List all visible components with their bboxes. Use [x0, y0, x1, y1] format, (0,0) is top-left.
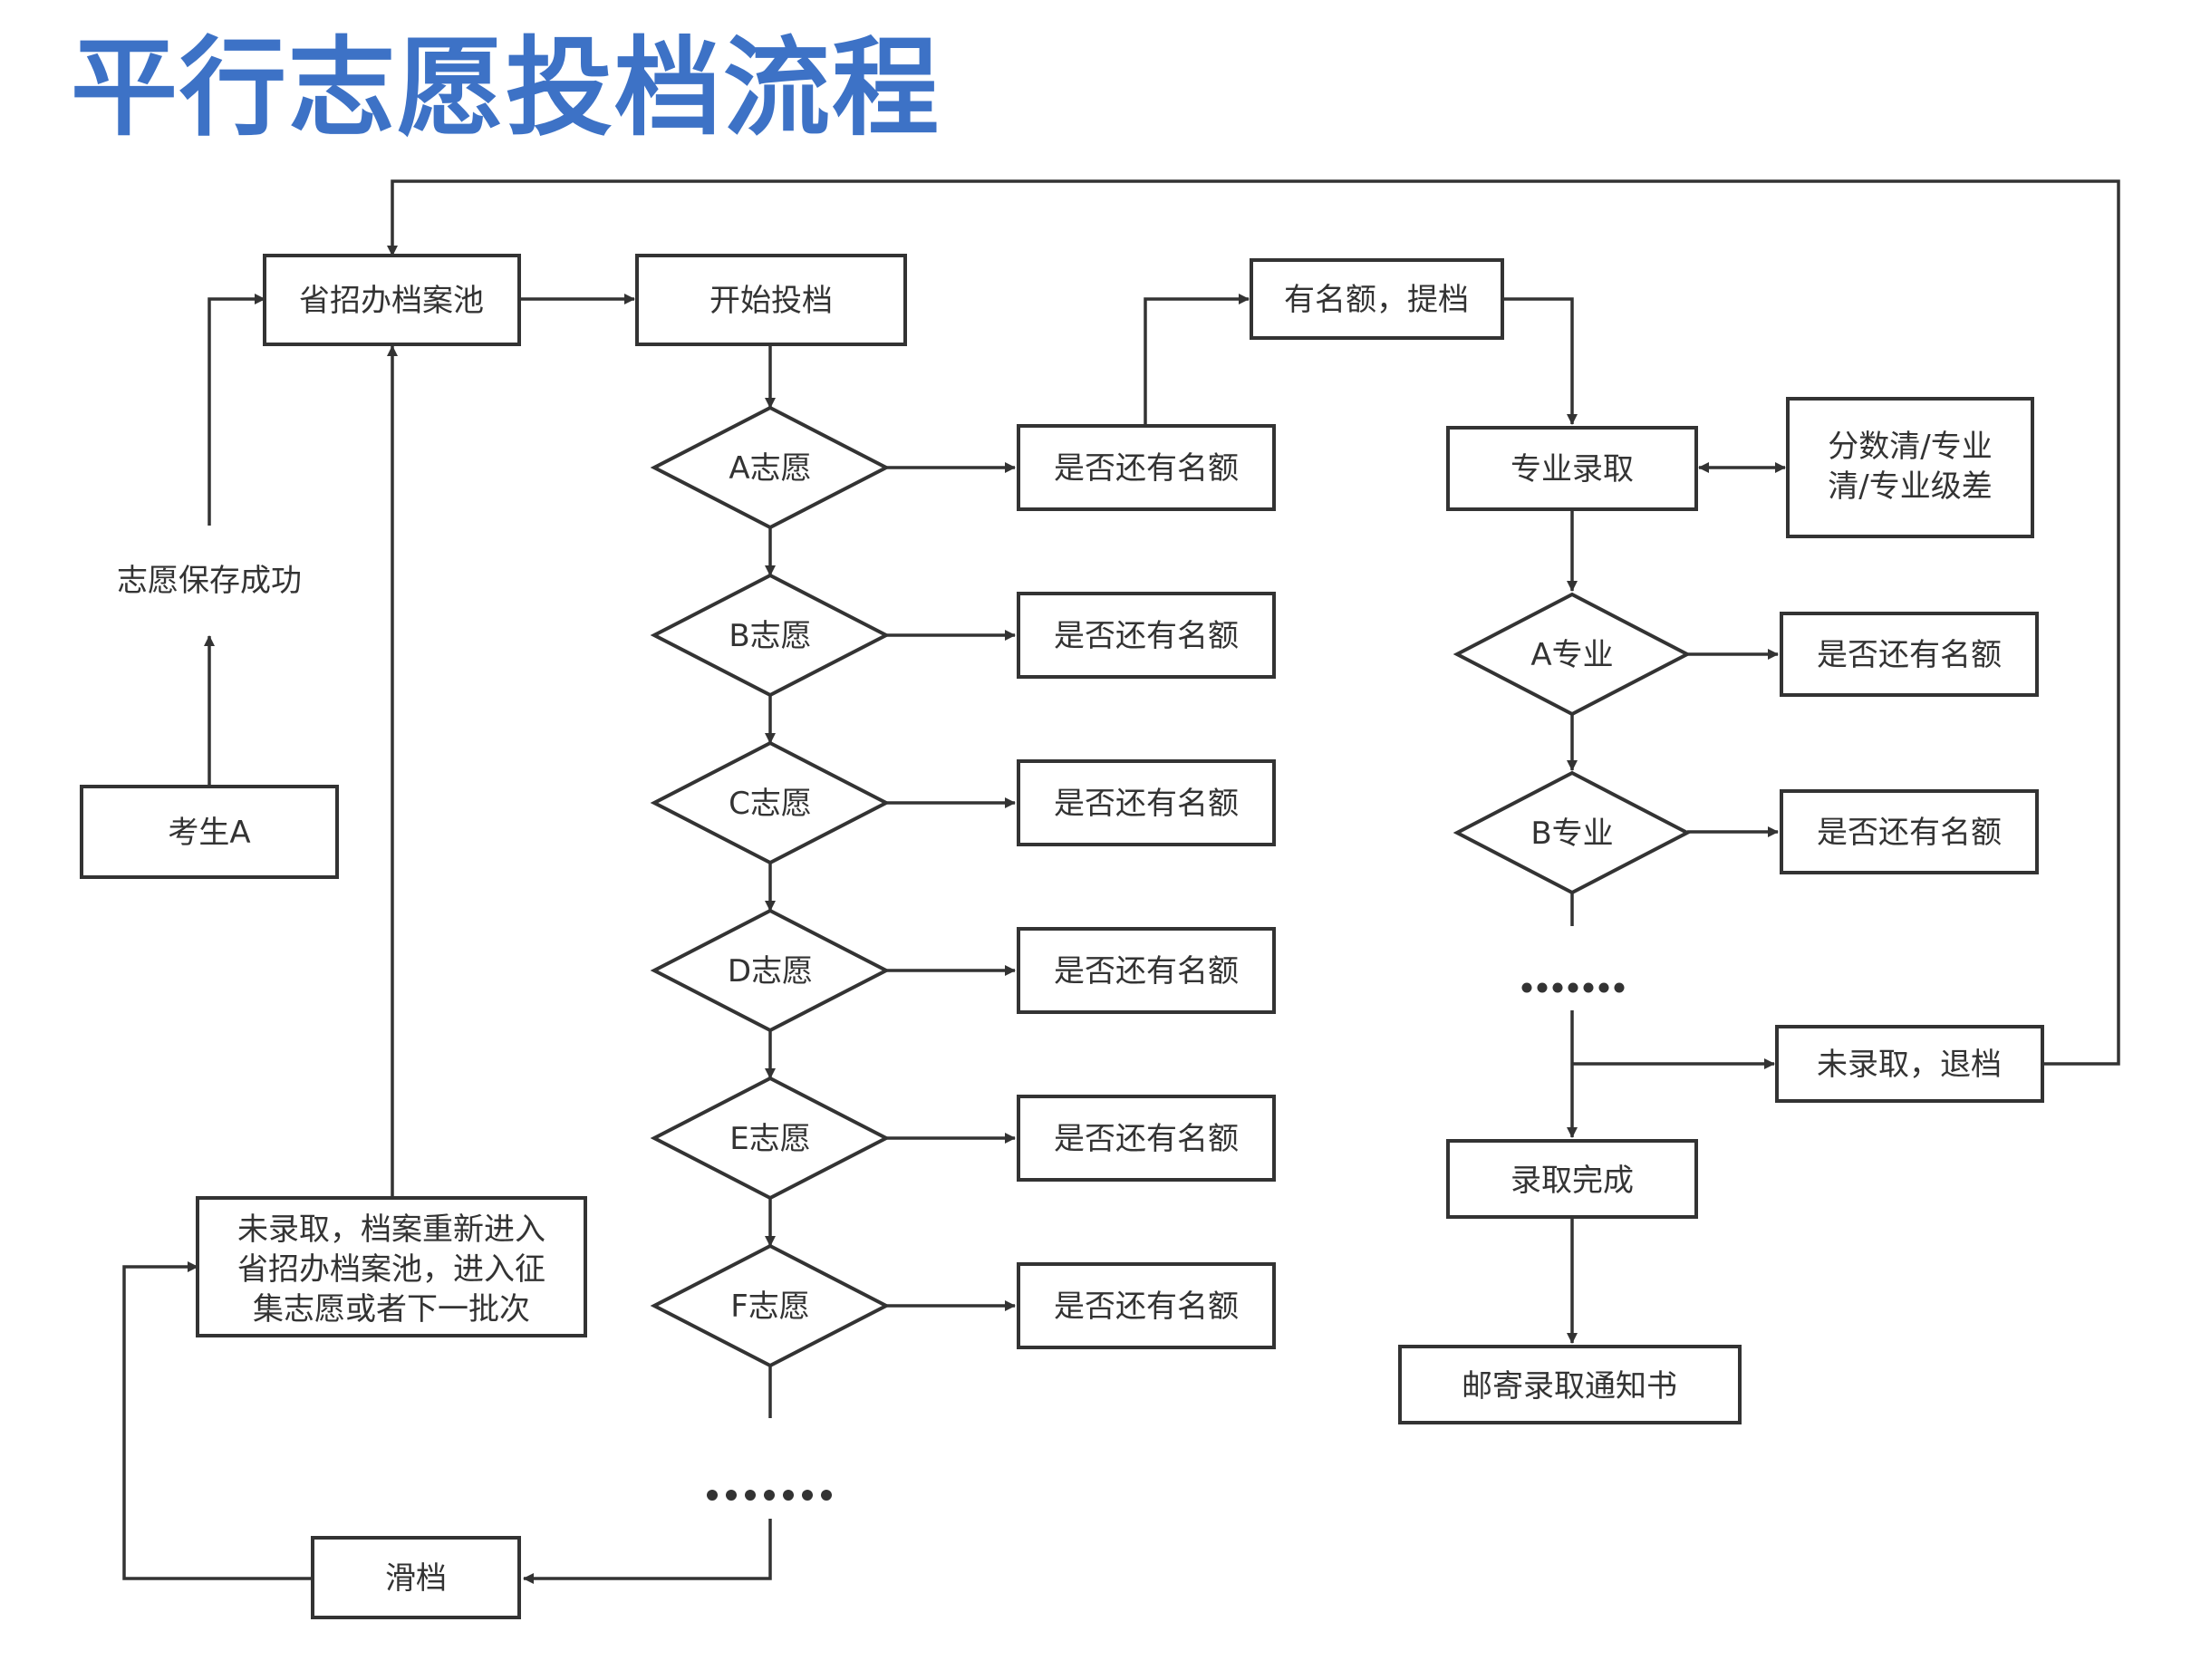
major-quota-label: 是否还有名额 — [1817, 815, 2002, 851]
choice-diamond: A志愿 — [650, 405, 891, 530]
score-clear-box: 分数清/专业 清/专业级差 — [1786, 397, 2034, 538]
candidate-label: 考生A — [168, 815, 250, 851]
choice-label: F志愿 — [730, 1289, 810, 1325]
edge-saved-to-pool — [208, 294, 265, 526]
quota-check-box: 是否还有名额 — [1017, 424, 1276, 511]
saved-label: 志愿保存成功 — [117, 563, 302, 599]
major-quota-label: 是否还有名额 — [1817, 637, 2002, 673]
quota-check-label: 是否还有名额 — [1054, 1121, 1239, 1157]
slide-box: 滑档 — [311, 1536, 521, 1619]
quota-check-box: 是否还有名额 — [1017, 759, 1276, 846]
quota-check-box: 是否还有名额 — [1017, 592, 1276, 679]
reenter-line-3: 集志愿或者下一批次 — [253, 1291, 530, 1328]
edge-slide-to-reenter — [122, 1261, 313, 1580]
quota-check-label: 是否还有名额 — [1054, 786, 1239, 822]
choice-label: A志愿 — [729, 450, 811, 487]
quota-check-box: 是否还有名额 — [1017, 1095, 1276, 1182]
choice-label: C志愿 — [729, 786, 812, 822]
quota-check-label: 是否还有名额 — [1054, 953, 1239, 990]
major-quota-box: 是否还有名额 — [1780, 612, 2039, 697]
choice-label: D志愿 — [728, 953, 813, 990]
major-quota-box: 是否还有名额 — [1780, 789, 2039, 874]
edge-choices-to-slide — [523, 1519, 772, 1584]
connectors — [122, 179, 2120, 1584]
admit-done-box: 录取完成 — [1446, 1139, 1698, 1219]
score-clear-line-2: 清/专业级差 — [1828, 468, 1992, 505]
choice-label: E志愿 — [729, 1121, 810, 1157]
quota-check-label: 是否还有名额 — [1054, 618, 1239, 654]
major-admit-box: 专业录取 — [1446, 426, 1698, 511]
choice-diamond: C志愿 — [650, 740, 891, 865]
edge-return-to-pool — [387, 179, 2120, 1066]
candidate-box: 考生A — [80, 785, 339, 879]
choice-diamond: F志愿 — [650, 1243, 891, 1368]
return-file-box: 未录取，退档 — [1775, 1025, 2044, 1103]
choice-label: B志愿 — [729, 618, 811, 654]
pool-label: 省招办档案池 — [299, 283, 484, 319]
majors-ellipsis — [1521, 982, 1625, 993]
major-label: B专业 — [1530, 816, 1613, 852]
quota-check-label: 是否还有名额 — [1054, 1289, 1239, 1325]
start-label: 开始投档 — [709, 283, 833, 319]
choices-ellipsis — [707, 1490, 832, 1501]
quota-check-box: 是否还有名额 — [1017, 927, 1276, 1014]
has-quota-box: 有名额，提档 — [1250, 258, 1504, 340]
major-diamond: A专业 — [1453, 592, 1692, 717]
page-title: 平行志愿投档流程 — [71, 25, 941, 150]
start-box: 开始投档 — [635, 254, 907, 346]
major-label: A专业 — [1530, 637, 1613, 673]
quota-check-box: 是否还有名额 — [1017, 1262, 1276, 1349]
choice-diamond: B志愿 — [650, 573, 891, 698]
reenter-line-1: 未录取，档案重新进入 — [237, 1212, 545, 1248]
major-diamond: B专业 — [1453, 770, 1692, 895]
mail-notice-label: 邮寄录取通知书 — [1462, 1368, 1677, 1405]
choice-diamond: E志愿 — [650, 1076, 891, 1201]
admit-done-label: 录取完成 — [1511, 1163, 1634, 1199]
pool-box: 省招办档案池 — [263, 254, 521, 346]
mail-notice-box: 邮寄录取通知书 — [1398, 1345, 1742, 1424]
major-admit-label: 专业录取 — [1511, 451, 1634, 488]
return-file-label: 未录取，退档 — [1817, 1047, 2002, 1083]
choice-diamond: D志愿 — [650, 908, 891, 1033]
has-quota-label: 有名额，提档 — [1284, 282, 1469, 318]
edge-quota-to-hasquota — [1144, 294, 1250, 426]
reenter-box: 未录取，档案重新进入 省招办档案池，进入征 集志愿或者下一批次 — [196, 1196, 587, 1337]
edge-hasquota-to-major — [1502, 297, 1578, 425]
quota-check-label: 是否还有名额 — [1054, 450, 1239, 487]
slide-label: 滑档 — [385, 1560, 447, 1597]
score-clear-line-1: 分数清/专业 — [1828, 429, 1992, 465]
reenter-line-2: 省招办档案池，进入征 — [237, 1251, 545, 1288]
